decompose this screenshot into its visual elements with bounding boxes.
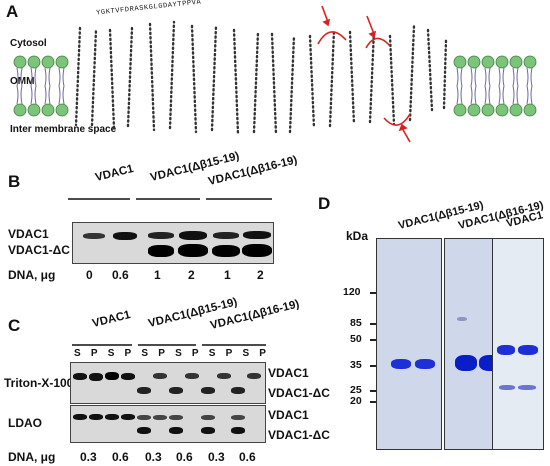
omm-label: OMM: [10, 76, 35, 87]
deletion-markers: [317, 5, 411, 143]
b-dna-3: 2: [188, 268, 195, 282]
c-lane-8: P: [191, 348, 199, 359]
d-tick-50: [370, 339, 378, 341]
d-kda-label: kDa: [346, 229, 369, 243]
d-marker-35: 35: [350, 359, 362, 371]
d-marker-85: 85: [350, 317, 362, 329]
c-lane-12: P: [259, 348, 266, 359]
c-blot-triton: [70, 362, 266, 404]
b-dna-0: 0: [86, 268, 93, 282]
c-dna-4: 0.3: [208, 450, 225, 464]
c-lane-2: P: [90, 348, 98, 359]
c-dna-1: 0.6: [112, 450, 129, 464]
c-lane-1: S: [74, 348, 81, 359]
c-dna-0: 0.3: [80, 450, 97, 464]
d-gel-vdac1: [492, 238, 544, 450]
c-lane-11: S: [242, 348, 250, 359]
c-lane-7: S: [175, 348, 182, 359]
c-dna-2: 0.3: [145, 450, 162, 464]
c-row-ldao: LDAO: [8, 416, 42, 430]
b-dna-1: 0.6: [112, 268, 129, 282]
vdac-topology-diagram: [13, 5, 537, 143]
c-lane-4: P: [124, 348, 132, 359]
b-dna-5: 2: [257, 268, 264, 282]
d-marker-50: 50: [350, 333, 362, 345]
c-group-bars: [72, 344, 266, 346]
c-lane-3: S: [107, 348, 115, 359]
c-dna-label: DNA, μg: [8, 450, 56, 464]
c-blot-ldao: [70, 405, 266, 443]
d-tick-35: [370, 365, 378, 367]
b-dna-4: 1: [224, 268, 231, 282]
panel-c-letter: C: [8, 316, 21, 335]
c-lane-9: S: [208, 348, 216, 359]
d-tick-120: [370, 292, 378, 294]
membrane-right: [453, 55, 537, 117]
panel-b-letter: B: [8, 172, 21, 191]
c-label-vdac1-dc-a: VDAC1-ΔC: [268, 386, 330, 400]
d-tick-25: [370, 390, 378, 392]
c-lane-10: P: [225, 348, 233, 359]
d-tick-20: [370, 401, 378, 403]
c-lane-5: S: [141, 348, 149, 359]
c-group-vdac1: VDAC1: [91, 308, 132, 330]
ims-label: Inter membrane space: [10, 124, 117, 135]
b-group-vdac1: VDAC1: [94, 162, 135, 184]
d-marker-120: 120: [343, 286, 361, 298]
d-marker-25: 25: [350, 384, 362, 396]
b-dna-label: DNA, μg: [8, 268, 56, 282]
b-dna-2: 1: [154, 268, 161, 282]
c-label-vdac1-a: VDAC1: [268, 366, 309, 380]
c-dna-3: 0.6: [176, 450, 193, 464]
panel-d-letter: D: [318, 194, 331, 213]
d-marker-20: 20: [350, 395, 362, 407]
cytosol-label: Cytosol: [10, 38, 47, 49]
c-label-vdac1-dc-b: VDAC1-ΔC: [268, 428, 330, 442]
b-group-bars: [68, 198, 272, 200]
b-label-vdac1-dc: VDAC1-ΔC: [8, 243, 70, 257]
c-lane-6: P: [158, 348, 165, 359]
beta-strands: [74, 20, 448, 136]
c-row-triton: Triton-X-100: [4, 376, 74, 390]
membrane-left: [13, 55, 69, 117]
b-western-blot: [72, 222, 274, 264]
c-dna-5: 0.6: [239, 450, 256, 464]
c-label-vdac1-b: VDAC1: [268, 408, 309, 422]
c-lane-labels: S P S P S P S P S P S P: [74, 348, 266, 360]
d-gel-d15: [376, 238, 442, 450]
panel-a-letter: A: [6, 2, 19, 21]
b-label-vdac1: VDAC1: [8, 227, 49, 241]
d-tick-85: [370, 323, 378, 325]
